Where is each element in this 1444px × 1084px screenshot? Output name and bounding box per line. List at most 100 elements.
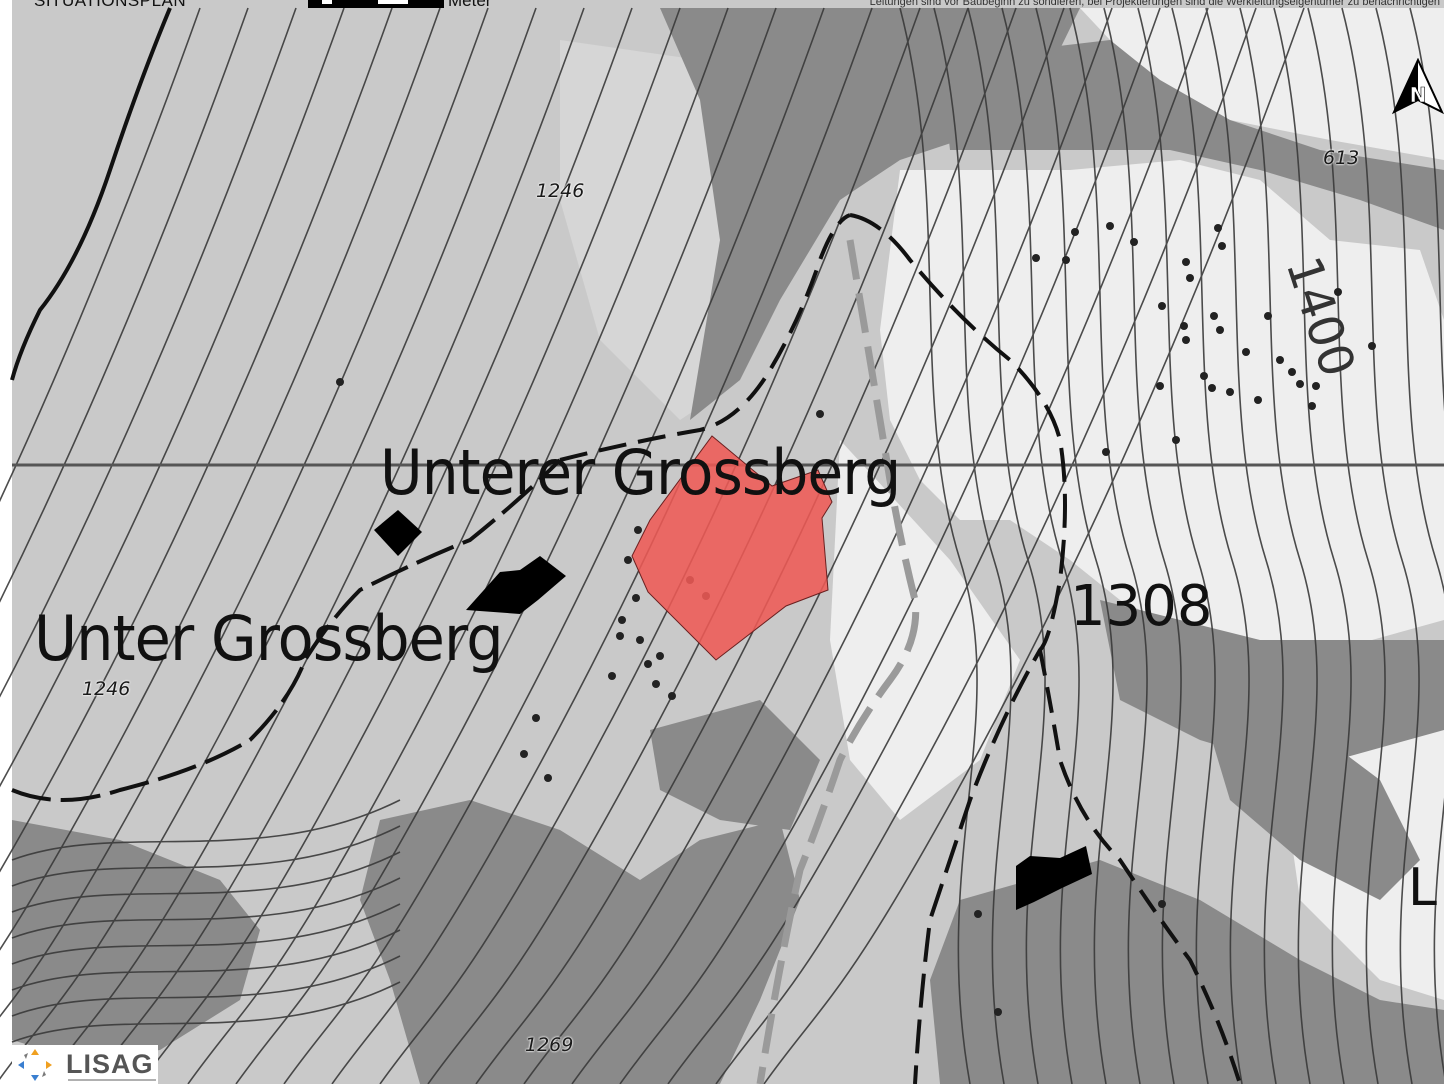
scale-bar (308, 0, 444, 8)
plan-title: SITUATIONSPLAN (34, 0, 187, 10)
vegetation-dot (544, 774, 552, 782)
building-2 (466, 556, 566, 614)
building-3 (1016, 846, 1092, 910)
vegetation-dot (632, 594, 640, 602)
vegetation-dot (1130, 238, 1138, 246)
contour-line (1069, 7, 1148, 1084)
vegetation-dot (1254, 396, 1262, 404)
contour-line (1273, 7, 1352, 1084)
path-upper (559, 213, 851, 462)
disclaimer-text: Leitungen sind vor Baubeginn zu sondiere… (869, 0, 1440, 8)
vegetation-dot (656, 652, 664, 660)
contour-line (523, 7, 1065, 1084)
vegetation-dot (1242, 348, 1250, 356)
path-branch-southeast (1038, 649, 1242, 1084)
vegetation-dot (994, 1008, 1002, 1016)
map-left-margin (0, 0, 12, 1084)
contour-line (763, 7, 1305, 1084)
vegetation-dot (1276, 356, 1284, 364)
vegetation-dot (1312, 382, 1320, 390)
vegetation-dot (1156, 382, 1164, 390)
highlighted-parcel[interactable] (631, 435, 833, 661)
contour-line (1205, 7, 1284, 1084)
vegetation-dot (1106, 222, 1114, 230)
vegetation-dot (974, 910, 982, 918)
forest-areas (12, 8, 1444, 1084)
contour-line (11, 903, 401, 965)
contour-line (11, 877, 401, 939)
contour-line (1409, 7, 1444, 412)
vegetation-dot (1158, 302, 1166, 310)
contour-line (475, 7, 1017, 1084)
contour-line (1137, 7, 1216, 1084)
contour-line (11, 851, 401, 913)
contour-line (0, 7, 201, 502)
elevation-label: 1246 (82, 678, 131, 700)
vegetation-dot (1032, 254, 1040, 262)
road-main-right (849, 213, 1067, 1084)
road-left-lower (11, 458, 562, 802)
building-1 (374, 510, 422, 556)
vegetation-dot (532, 714, 540, 722)
vegetation-dot (816, 410, 824, 418)
vegetation-dot (608, 672, 616, 680)
vegetation-dot (1296, 380, 1304, 388)
place-label-unter-grossberg: Unter Grossberg (34, 602, 504, 675)
vegetation-dot (624, 556, 632, 564)
contour-line (933, 7, 1012, 1084)
contour-line (331, 7, 873, 1084)
vegetation-dot (336, 378, 344, 386)
vegetation-dot (1071, 228, 1079, 236)
vegetation-dot (1368, 342, 1376, 350)
contour-line (0, 7, 345, 788)
vegetation-dot (636, 636, 644, 644)
vegetation-dot (618, 616, 626, 624)
contour-line (139, 7, 681, 1084)
contour-line (1035, 7, 1114, 1084)
vegetation-dot (652, 680, 660, 688)
vegetation-dot (1334, 288, 1342, 296)
vegetation-dot (1186, 274, 1194, 282)
vegetation-dot (1102, 448, 1110, 456)
contour-line (715, 7, 1257, 1084)
contour-line (899, 7, 978, 1084)
contour-line (11, 799, 401, 861)
vegetation-dots (336, 222, 1376, 1016)
path-grey-dashed (756, 239, 920, 1084)
elevation-label-1308: 1308 (1070, 574, 1213, 639)
contour-line (11, 825, 401, 887)
vegetation-dot (1308, 402, 1316, 410)
vegetation-dot (616, 632, 624, 640)
north-letter: N (1410, 83, 1427, 107)
elevation-label: 1246 (536, 180, 585, 202)
contour-line (1103, 7, 1182, 1084)
vegetation-dot (1062, 256, 1070, 264)
contour-line (427, 7, 969, 1084)
vegetation-dot (1218, 242, 1226, 250)
vegetation-dot (1288, 368, 1296, 376)
vegetation-dot (668, 692, 676, 700)
contour-line (0, 7, 393, 873)
roads (10, 7, 1242, 1084)
contour-line (0, 7, 441, 951)
contour-line (187, 7, 729, 1084)
contour-line (11, 929, 401, 991)
lisag-logo: LISAG (12, 1045, 158, 1084)
vegetation-dot (1182, 336, 1190, 344)
vegetation-dot (1210, 312, 1218, 320)
vegetation-dot (520, 750, 528, 758)
vegetation-dot (1180, 322, 1188, 330)
contour-line (0, 7, 297, 698)
contour-line (235, 7, 777, 1084)
vegetation-dot (1200, 372, 1208, 380)
contour-line (1307, 7, 1386, 1084)
vegetation-dot (1264, 312, 1272, 320)
elevation-label: 613 (1323, 147, 1360, 169)
buildings (374, 510, 1092, 910)
partial-map-label: L (1408, 858, 1437, 918)
vegetation-dot (1182, 258, 1190, 266)
contour-line (1341, 7, 1420, 1084)
vegetation-dot (1208, 384, 1216, 392)
elevation-label: 1269 (525, 1034, 574, 1056)
